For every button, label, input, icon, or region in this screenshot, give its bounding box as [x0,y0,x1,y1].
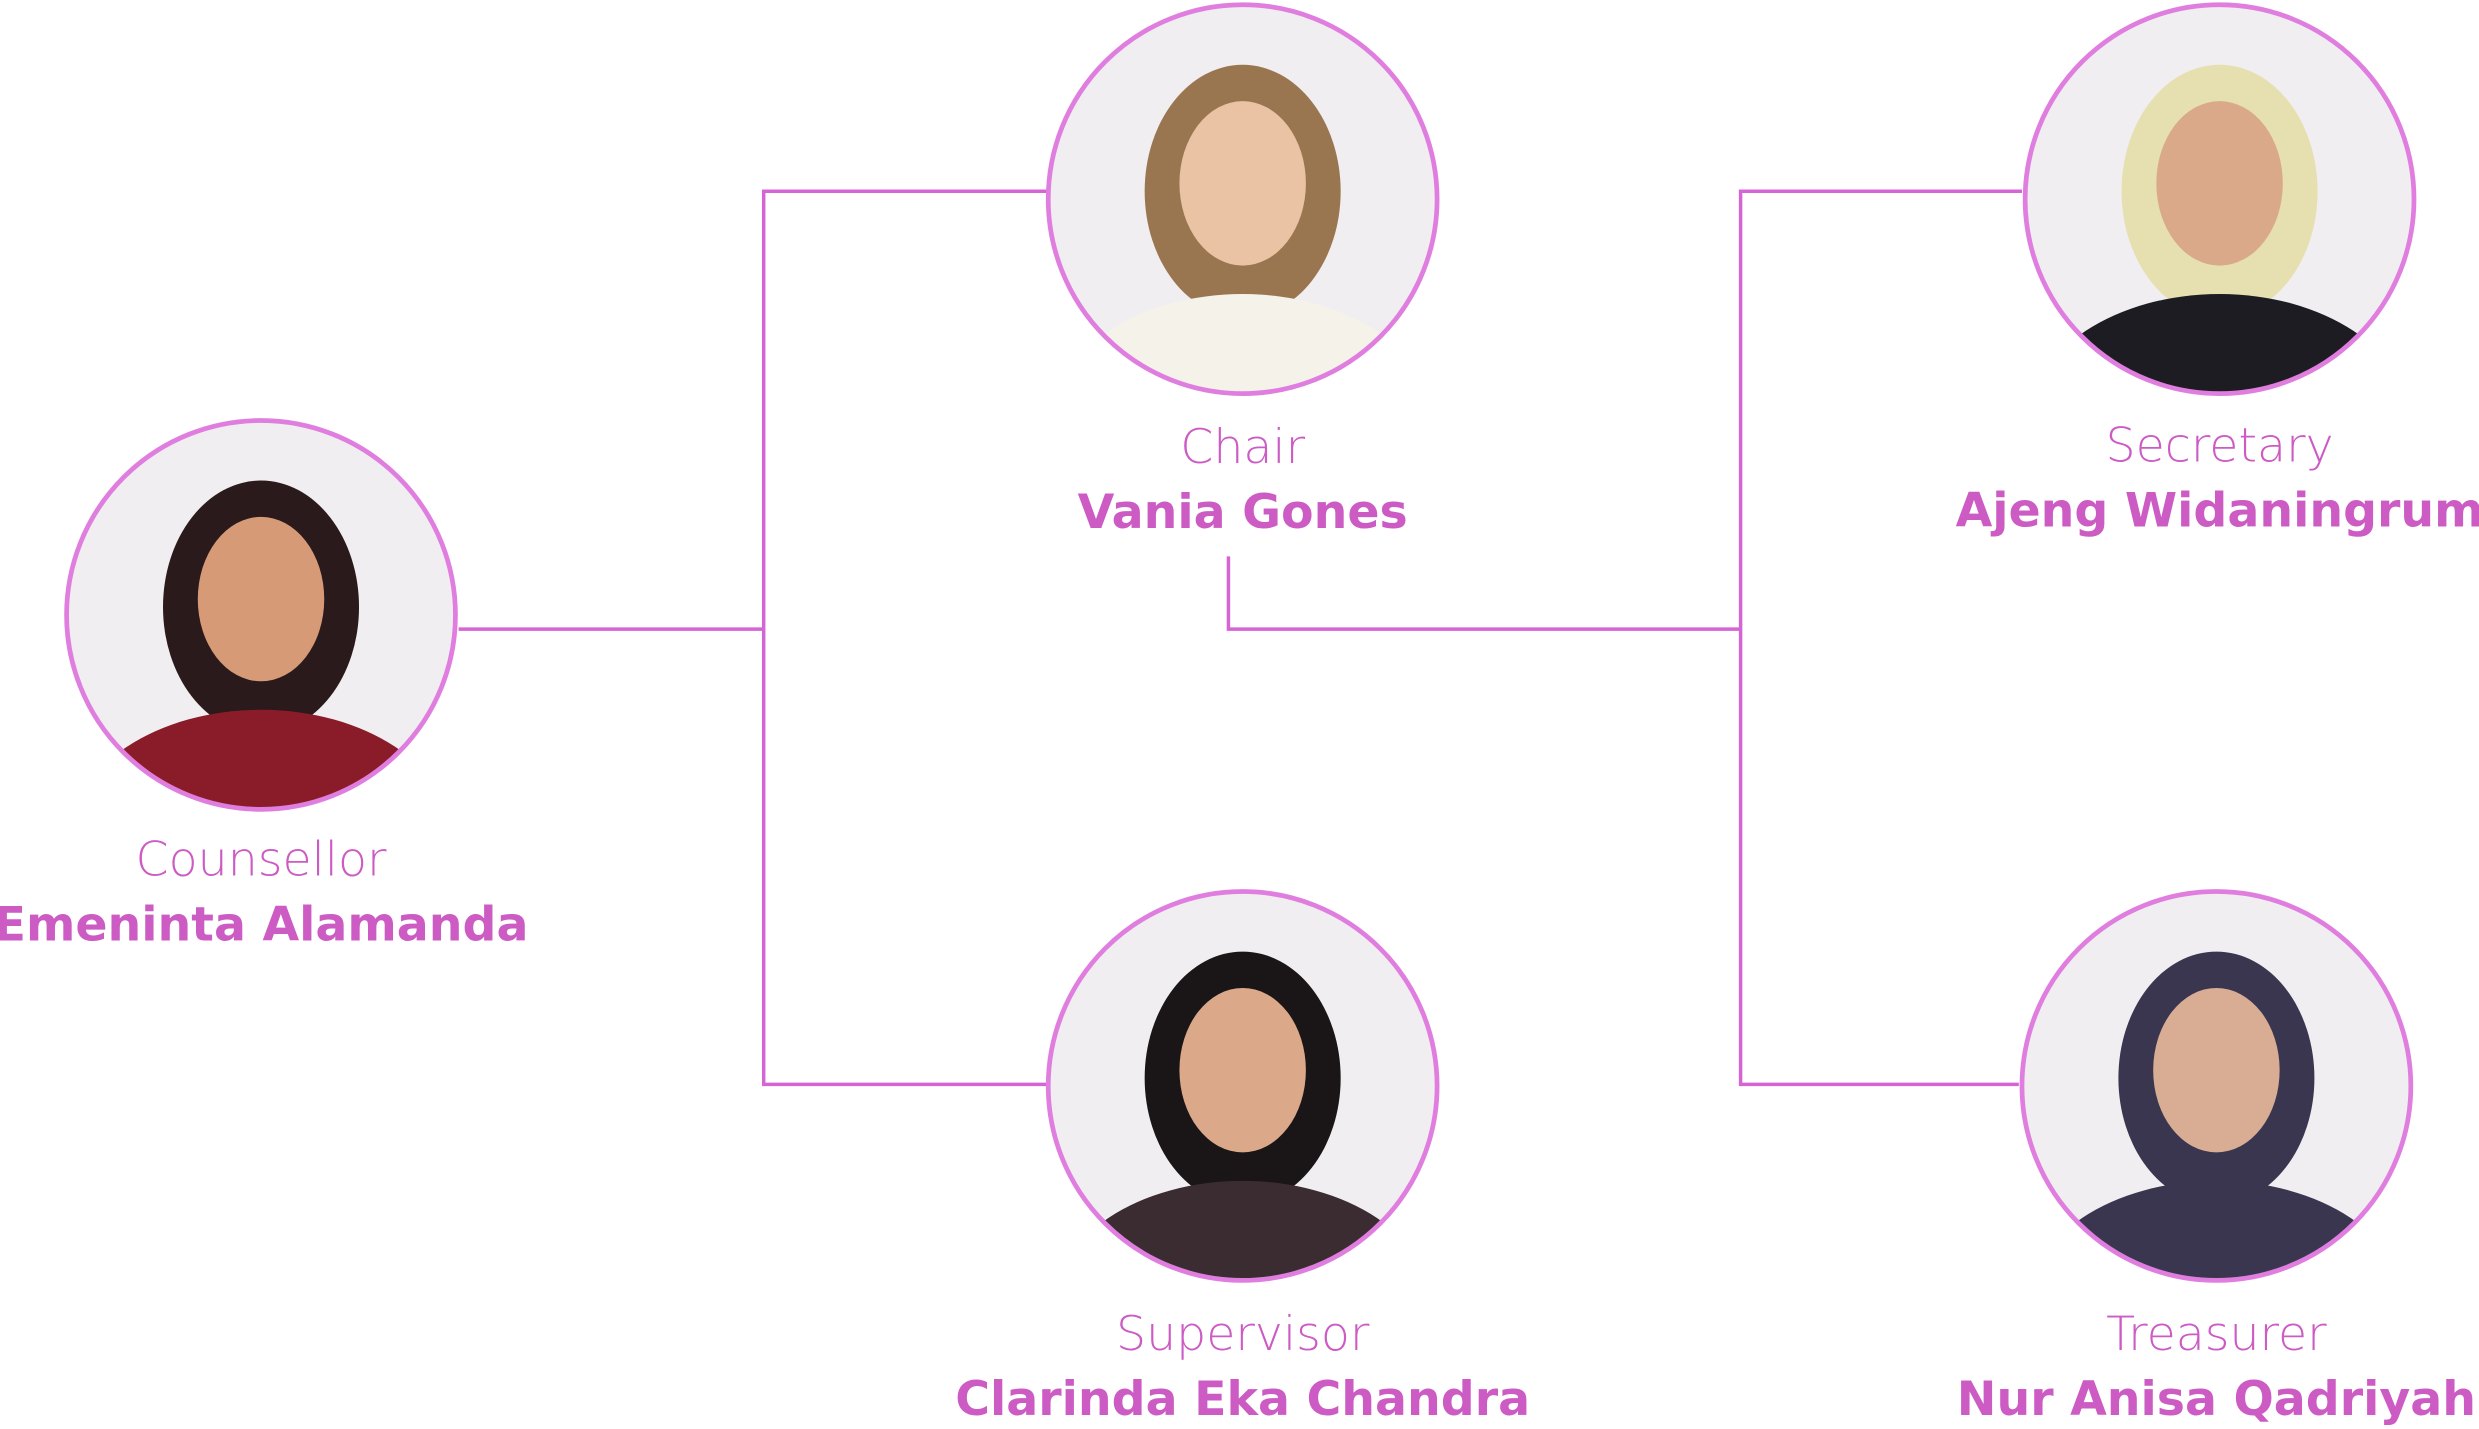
member-role: Supervisor [1116,1307,1370,1362]
portrait-ring [1045,889,1440,1283]
portrait-ring [2019,889,2414,1283]
portrait-ring [2022,2,2417,396]
portrait-photo [1049,6,1436,393]
member-name: Vania Gones [1078,485,1408,540]
portrait-photo [2026,6,2413,393]
connector-left-trunk [761,189,1047,1087]
connector-chair [1226,556,1741,631]
portrait-ring [64,418,458,812]
portrait-photo [2023,893,2410,1279]
connector-right-trunk [1738,189,2022,1087]
member-name: Ajeng Widaningrum [1956,483,2479,538]
member-role: Treasurer [2106,1307,2327,1362]
member-name: Clarinda Eka Chandra [955,1372,1530,1427]
member-role: Counsellor [136,833,387,888]
member-name: Nur Anisa Qadriyah [1957,1372,2476,1427]
portrait-ring [1045,2,1440,396]
member-name: Emeninta Alamanda [0,898,528,953]
member-role: Chair [1180,420,1305,475]
member-role: Secretary [2106,419,2334,474]
portrait-photo [68,422,454,808]
portrait-photo [1049,893,1436,1279]
connector-lines [458,189,2022,1087]
